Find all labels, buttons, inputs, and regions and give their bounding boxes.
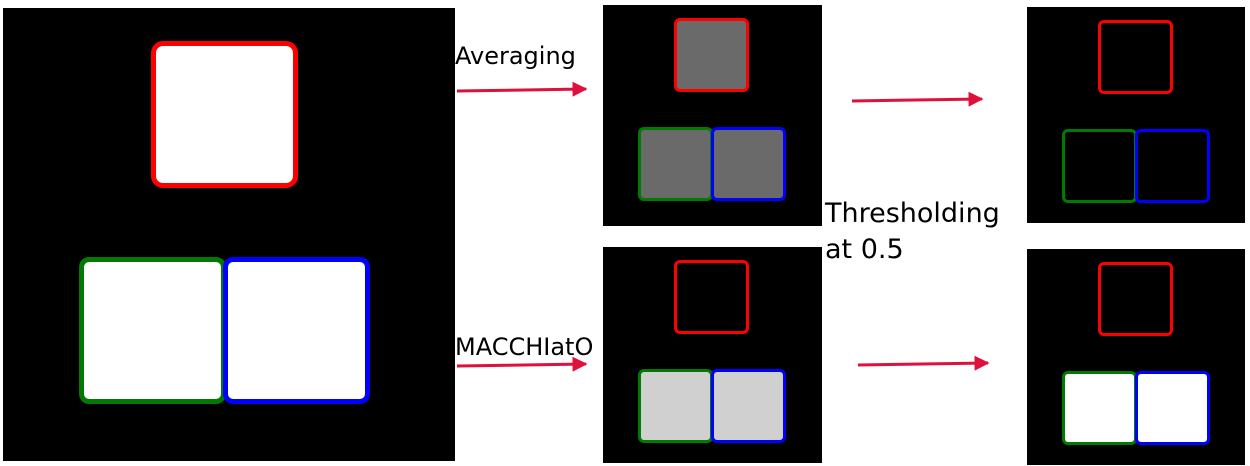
input-blue-square <box>223 257 370 404</box>
avg-thresh-green-square <box>1062 129 1137 203</box>
macchiato-thresholded-panel <box>1027 249 1245 465</box>
avg-thresh-red-square <box>1098 20 1173 94</box>
averaging-red-square <box>674 18 749 92</box>
input-mask-panel <box>3 8 455 461</box>
averaging-blue-square <box>711 127 786 201</box>
thresholding-label-line2: at 0.5 <box>825 234 904 265</box>
averaging-label: Averaging <box>455 42 576 70</box>
macchiato-label: MACCHIatO <box>455 333 594 361</box>
arrow-averaging <box>456 81 588 97</box>
arrow-threshold-bottom <box>857 355 990 371</box>
mac-thresh-blue-square <box>1135 371 1210 445</box>
input-red-square <box>151 41 298 188</box>
macchiato-red-square <box>674 260 749 334</box>
mac-thresh-red-square <box>1098 262 1173 336</box>
avg-thresh-blue-square <box>1135 129 1210 203</box>
thresholding-label-line1: Thresholding <box>825 198 1000 229</box>
averaging-thresholded-panel <box>1027 7 1245 223</box>
input-green-square <box>79 257 226 404</box>
macchiato-result-panel <box>603 247 822 463</box>
arrow-macchiato <box>456 356 588 372</box>
mac-thresh-green-square <box>1062 371 1137 445</box>
macchiato-blue-square <box>711 369 786 443</box>
averaging-result-panel <box>603 5 822 226</box>
averaging-green-square <box>638 127 713 201</box>
arrow-threshold-top <box>851 91 984 107</box>
